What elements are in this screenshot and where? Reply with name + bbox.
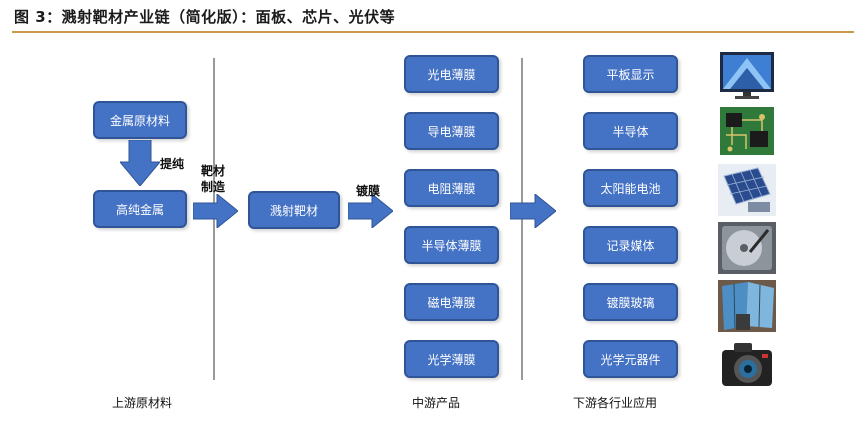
down-item-solar-cell: 太阳能电池 <box>583 169 678 207</box>
box-metal-raw: 金属原材料 <box>93 101 187 139</box>
arrow-right-target <box>193 194 238 228</box>
mid-item-conductive-film: 导电薄膜 <box>404 112 499 150</box>
arrow-down-purify <box>120 140 160 186</box>
down-item-optical-components: 光学元器件 <box>583 340 678 378</box>
coated-glass-icon <box>718 280 776 332</box>
camera-icon <box>722 343 772 386</box>
mid-item-optical-film: 光学薄膜 <box>404 340 499 378</box>
box-high-purity-metal: 高纯金属 <box>93 190 187 228</box>
title-rule <box>12 31 854 33</box>
flat-panel-display-icon <box>720 52 774 99</box>
label-upstream: 上游原材料 <box>112 396 173 410</box>
label-downstream: 下游各行业应用 <box>573 396 658 410</box>
mid-item-resistive-film: 电阻薄膜 <box>404 169 499 207</box>
down-item-recording-media: 记录媒体 <box>583 226 678 264</box>
mid-item-magnetic-film: 磁电薄膜 <box>404 283 499 321</box>
solar-cell-icon <box>718 164 776 216</box>
figure-title: 图 3：溅射靶材产业链（简化版）：面板、芯片、光伏等 <box>14 8 396 26</box>
down-item-semiconductor: 半导体 <box>583 112 678 150</box>
arrow-right-application <box>510 194 556 228</box>
hard-disk-icon <box>718 222 776 274</box>
process-coating: 镀膜 <box>356 184 381 198</box>
circuit-board-icon <box>720 107 774 155</box>
mid-item-semiconductor-film: 半导体薄膜 <box>404 226 499 264</box>
process-target-manufacturing: 靶材制造 <box>200 164 225 194</box>
mid-item-optoelectronic-film: 光电薄膜 <box>404 55 499 93</box>
box-sputtering-target: 溅射靶材 <box>248 191 340 229</box>
down-item-coated-glass: 镀膜玻璃 <box>583 283 678 321</box>
label-midstream: 中游产品 <box>412 396 461 410</box>
down-item-flat-panel: 平板显示 <box>583 55 678 93</box>
process-purify: 提纯 <box>160 157 185 171</box>
arrow-right-coating <box>348 194 393 228</box>
